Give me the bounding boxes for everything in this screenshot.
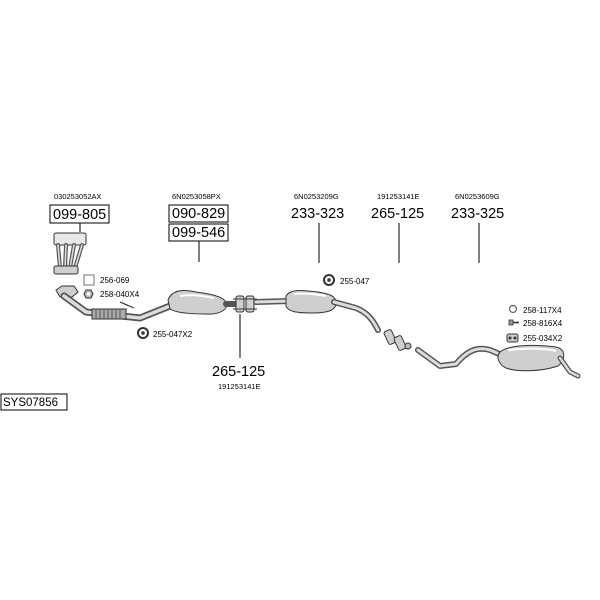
rear-silencer-drawing[interactable] (415, 344, 581, 379)
middle-silencer-part-number[interactable]: 233-323 (291, 206, 344, 222)
clamp-front-part-number[interactable]: 265-125 (212, 364, 265, 380)
nut-label[interactable]: 258-040X4 (100, 290, 140, 299)
ring-front-inner-icon (141, 331, 145, 335)
front-pipe-drawing[interactable] (60, 292, 174, 322)
rear-silencer-oem-label: 6N0253609G (455, 192, 500, 201)
system-code: SYS07856 (3, 397, 58, 409)
rear-silencer-part-number[interactable]: 233-325 (451, 206, 504, 222)
bolt-icon[interactable] (508, 319, 519, 326)
catalyst-part-number-2[interactable]: 099-546 (172, 225, 225, 241)
manifold-part-number[interactable]: 099-805 (53, 207, 106, 223)
ring-small-label[interactable]: 258-117X4 (523, 306, 562, 315)
gasket-square-label[interactable]: 256-069 (100, 276, 130, 285)
square-gasket-icon[interactable] (83, 274, 95, 286)
ring-front-label[interactable]: 255-047X2 (153, 330, 193, 339)
nut-hole-icon (86, 292, 91, 296)
system-code-box (0, 393, 68, 411)
catalyst-part-number-1[interactable]: 090-829 (172, 206, 225, 222)
exhaust-manifold-drawing[interactable] (53, 232, 87, 298)
rear-clamp-drawing[interactable] (383, 329, 412, 351)
catalytic-converter-drawing[interactable] (167, 290, 239, 315)
ring-small-icon[interactable] (508, 304, 518, 314)
bolt-label[interactable]: 258-816X4 (523, 319, 563, 328)
ring-mid-label[interactable]: 255-047 (340, 277, 370, 286)
catalyst-oem-label: 6N0253058PX (172, 192, 221, 201)
catalyst-part-box-1[interactable] (168, 204, 229, 223)
middle-silencer-oem-label: 6N0253209G (294, 192, 339, 201)
front-clamp-drawing[interactable] (233, 295, 257, 313)
rubber-rear-label[interactable]: 255-034X2 (523, 334, 563, 343)
middle-silencer-drawing[interactable] (253, 290, 381, 333)
rubber-mount-icon[interactable] (506, 333, 519, 343)
ring-mid-inner-icon (327, 278, 331, 282)
clamp-rear-oem-label: 191253141E (377, 192, 420, 201)
clamp-front-oem-label: 191253141E (218, 382, 261, 391)
clamp-rear-part-number[interactable]: 265-125 (371, 206, 424, 222)
manifold-oem-label: 030253052AX (54, 192, 102, 201)
